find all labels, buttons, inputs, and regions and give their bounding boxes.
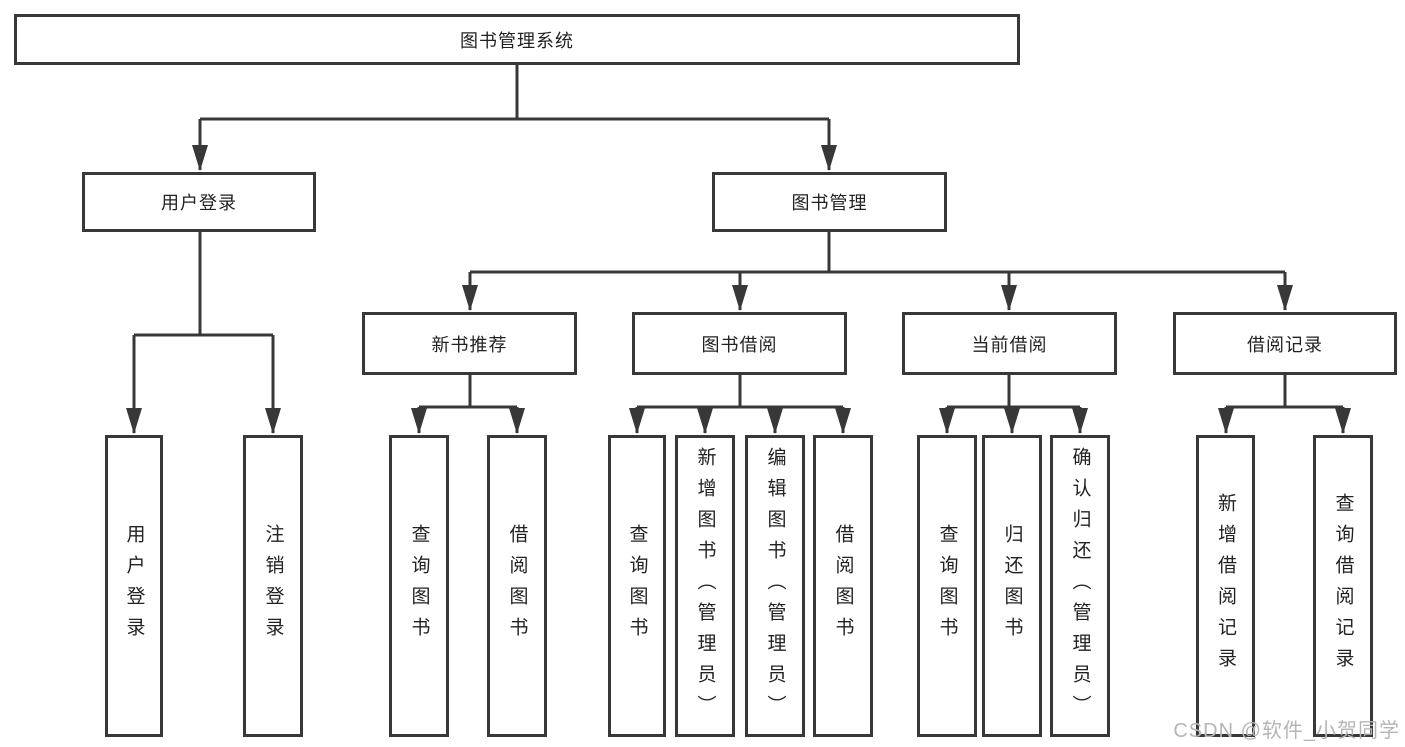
node-leaf-edit-books-admin: 编辑图书（管理员） bbox=[745, 435, 805, 737]
node-leaf-recommend-query-books-label: 查询图书 bbox=[408, 524, 430, 648]
node-leaf-query-borrow-record: 查询借阅记录 bbox=[1313, 435, 1373, 737]
node-leaf-current-query-books: 查询图书 bbox=[917, 435, 977, 737]
node-new-book-recommendation: 新书推荐 bbox=[362, 312, 577, 375]
node-book-management-label: 图书管理 bbox=[791, 193, 868, 213]
node-new-book-recommendation-label: 新书推荐 bbox=[431, 334, 508, 355]
node-leaf-return-books-label: 归还图书 bbox=[1001, 524, 1023, 648]
node-leaf-add-books-admin-label: 新增图书（管理员） bbox=[694, 446, 716, 726]
node-leaf-borrowing-query-books-label: 查询图书 bbox=[626, 524, 648, 648]
node-leaf-confirm-return-admin-label: 确认归还（管理员） bbox=[1069, 446, 1091, 726]
node-root: 图书管理系统 bbox=[14, 14, 1020, 65]
node-leaf-add-borrow-record: 新增借阅记录 bbox=[1196, 435, 1255, 737]
node-current-borrowing: 当前借阅 bbox=[902, 312, 1117, 375]
node-user-login: 用户登录 bbox=[82, 172, 316, 232]
node-book-borrowing-label: 图书借阅 bbox=[701, 334, 778, 355]
node-leaf-query-borrow-record-label: 查询借阅记录 bbox=[1332, 493, 1354, 679]
node-book-borrowing: 图书借阅 bbox=[632, 312, 847, 375]
node-leaf-recommend-borrow-books-label: 借阅图书 bbox=[506, 524, 528, 648]
node-borrowing-records: 借阅记录 bbox=[1173, 312, 1397, 375]
node-leaf-logout-label: 注销登录 bbox=[262, 524, 284, 648]
node-leaf-user-login: 用户登录 bbox=[105, 435, 163, 737]
node-current-borrowing-label: 当前借阅 bbox=[971, 334, 1048, 355]
node-leaf-add-books-admin: 新增图书（管理员） bbox=[675, 435, 735, 737]
node-leaf-recommend-borrow-books: 借阅图书 bbox=[487, 435, 547, 737]
node-user-login-label: 用户登录 bbox=[161, 193, 237, 213]
node-leaf-recommend-query-books: 查询图书 bbox=[389, 435, 449, 737]
node-leaf-current-query-books-label: 查询图书 bbox=[936, 524, 958, 648]
node-leaf-borrowing-borrow-books-label: 借阅图书 bbox=[832, 524, 854, 648]
node-root-label: 图书管理系统 bbox=[460, 30, 574, 51]
node-leaf-edit-books-admin-label: 编辑图书（管理员） bbox=[764, 446, 786, 726]
node-leaf-confirm-return-admin: 确认归还（管理员） bbox=[1050, 435, 1110, 737]
node-borrowing-records-label: 借阅记录 bbox=[1247, 334, 1323, 355]
node-leaf-borrowing-query-books: 查询图书 bbox=[608, 435, 666, 737]
node-leaf-logout: 注销登录 bbox=[243, 435, 303, 737]
node-book-management: 图书管理 bbox=[712, 172, 947, 232]
node-leaf-borrowing-borrow-books: 借阅图书 bbox=[813, 435, 873, 737]
node-leaf-return-books: 归还图书 bbox=[982, 435, 1042, 737]
node-leaf-user-login-label: 用户登录 bbox=[123, 524, 145, 648]
csdn-watermark: CSDN @软件_小贺同学 bbox=[1173, 720, 1400, 742]
node-leaf-add-borrow-record-label: 新增借阅记录 bbox=[1215, 493, 1236, 679]
